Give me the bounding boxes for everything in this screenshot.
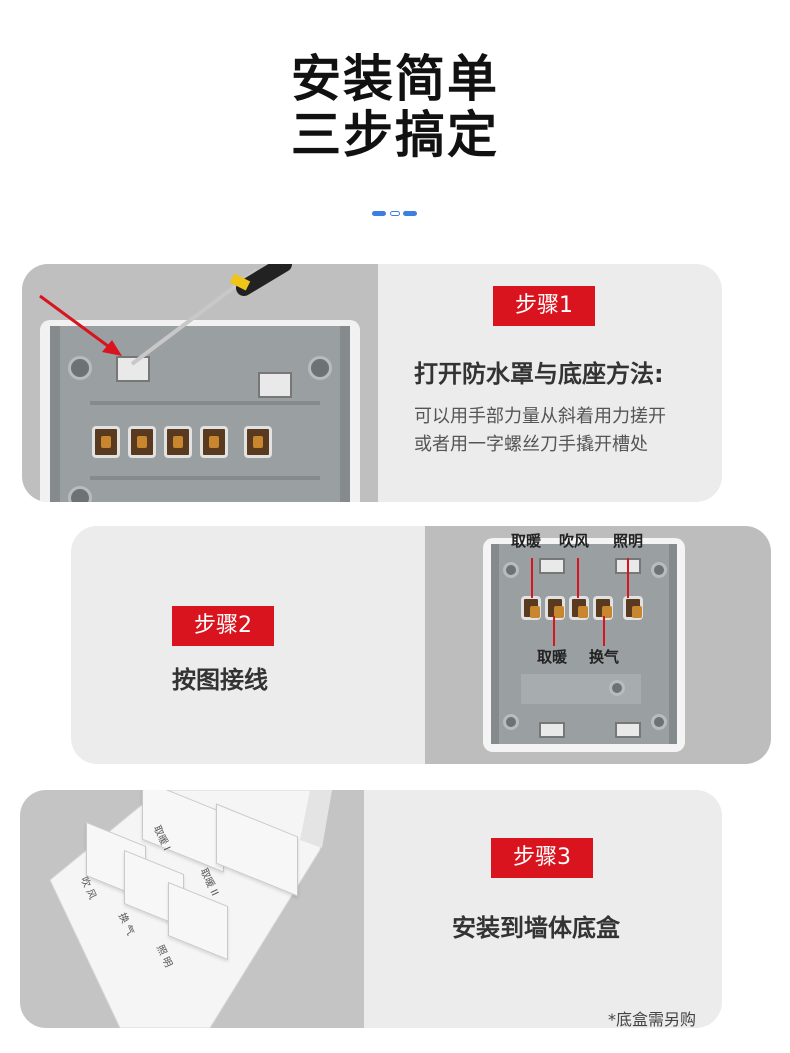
screw-hole [68, 356, 92, 380]
terminal-screw [545, 596, 565, 620]
screw-hole [503, 714, 519, 730]
step3-badge: 步骤3 [491, 838, 593, 878]
page-title-line1: 安装简单 [291, 50, 499, 108]
screw-hole [609, 680, 625, 696]
terminal-screw [521, 596, 541, 620]
switch-back-plate [50, 326, 350, 502]
step1-badge: 步骤1 [493, 286, 595, 326]
label-heating-top: 取暖 [511, 532, 542, 550]
step2-badge: 步骤2 [172, 606, 274, 646]
step3-photo: 取暖 I 取暖 II 吹 风 换 气 照 明 [20, 790, 364, 1028]
step2-card: 取暖 吹风 照明 取暖 换气 步骤2 按图接线 [71, 526, 771, 764]
latch-slot [116, 356, 150, 382]
label-blow: 吹风 [559, 532, 590, 550]
label-lighting: 照明 [613, 532, 644, 550]
latch-slot [258, 372, 292, 398]
indicator-dot [403, 211, 417, 216]
label-heating-bottom: 取暖 [537, 648, 568, 666]
step2-heading: 按图接线 [172, 666, 268, 694]
terminal-screw [244, 426, 272, 458]
step3-card: 取暖 I 取暖 II 吹 风 换 气 照 明 步骤3 安装到墙体底盒 *底盒需另… [20, 790, 722, 1028]
screw-hole [651, 562, 667, 578]
indicator-dot [372, 211, 386, 216]
terminal-screw [164, 426, 192, 458]
step2-photo: 取暖 吹风 照明 取暖 换气 [425, 526, 771, 764]
latch-slot [539, 558, 565, 574]
latch-slot [539, 722, 565, 738]
step1-heading: 打开防水罩与底座方法: [414, 360, 664, 388]
terminal-screw [569, 596, 589, 620]
screw-hole [503, 562, 519, 578]
latch-slot [615, 722, 641, 738]
step1-desc-line2: 或者用一字螺丝刀手撬开槽处 [414, 434, 648, 455]
step1-photo [22, 264, 378, 502]
screwdriver-and-arrow [39, 264, 292, 366]
screw-hole [68, 486, 92, 502]
terminal-screw [92, 426, 120, 458]
terminal-screw [593, 596, 613, 620]
terminal-screw [128, 426, 156, 458]
step1-card: 步骤1 打开防水罩与底座方法: 可以用手部力量从斜着用力搓开 或者用一字螺丝刀手… [22, 264, 722, 502]
carousel-indicator [372, 211, 420, 217]
screw-hole [651, 714, 667, 730]
step3-note: *底盒需另购 [608, 1010, 697, 1028]
switch-back-plate [491, 544, 677, 744]
indicator-dot-active [390, 211, 400, 216]
terminal-screw [200, 426, 228, 458]
terminal-screw [623, 596, 643, 620]
label-ventilation: 换气 [589, 648, 620, 666]
step3-heading: 安装到墙体底盒 [452, 914, 620, 942]
page-title-line2: 三步搞定 [291, 106, 499, 164]
step1-desc-line1: 可以用手部力量从斜着用力搓开 [414, 406, 666, 427]
screw-hole [308, 356, 332, 380]
